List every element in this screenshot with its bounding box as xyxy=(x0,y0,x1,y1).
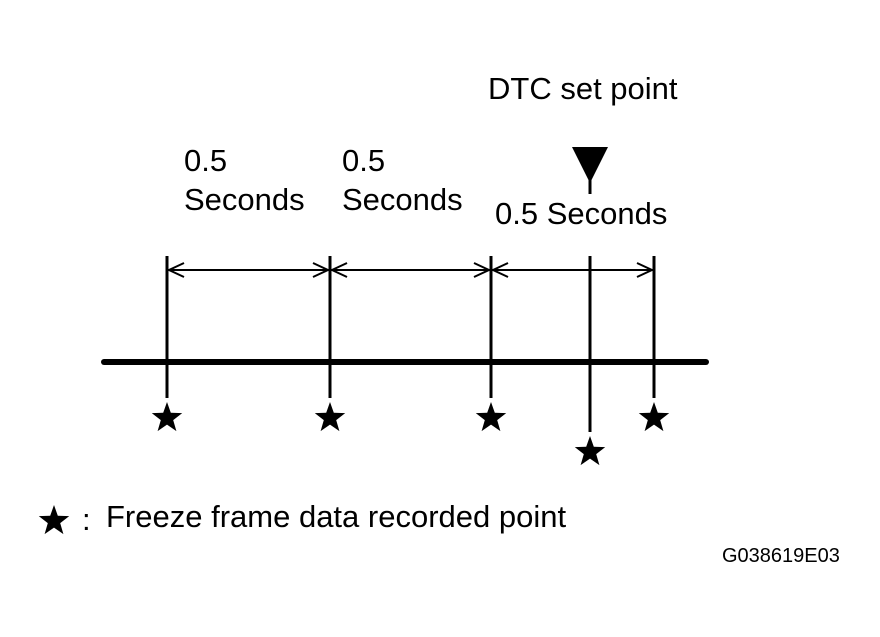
figure-code: G038619E03 xyxy=(722,545,840,567)
freeze-frame-star-icon xyxy=(574,436,606,466)
dtc-set-point-marker-icon xyxy=(572,147,608,194)
interval-3-label: 0.5 Seconds xyxy=(495,196,667,231)
legend-star-icon xyxy=(38,505,70,535)
legend-separator: : xyxy=(82,502,91,537)
interval-2-unit: Seconds xyxy=(342,182,463,217)
interval-2-dimension xyxy=(329,262,492,278)
freeze-frame-star-icon xyxy=(475,402,507,432)
freeze-frame-star-icon xyxy=(314,402,346,432)
dtc-set-point-label: DTC set point xyxy=(488,71,678,106)
legend-text: Freeze frame data recorded point xyxy=(106,499,566,534)
interval-3-dimension xyxy=(490,262,655,278)
freeze-frame-star-icon xyxy=(638,402,670,432)
interval-1-unit: Seconds xyxy=(184,182,305,217)
interval-2-value: 0.5 xyxy=(342,143,385,178)
interval-1-dimension xyxy=(166,262,331,278)
interval-1-value: 0.5 xyxy=(184,143,227,178)
freeze-frame-star-icon xyxy=(151,402,183,432)
